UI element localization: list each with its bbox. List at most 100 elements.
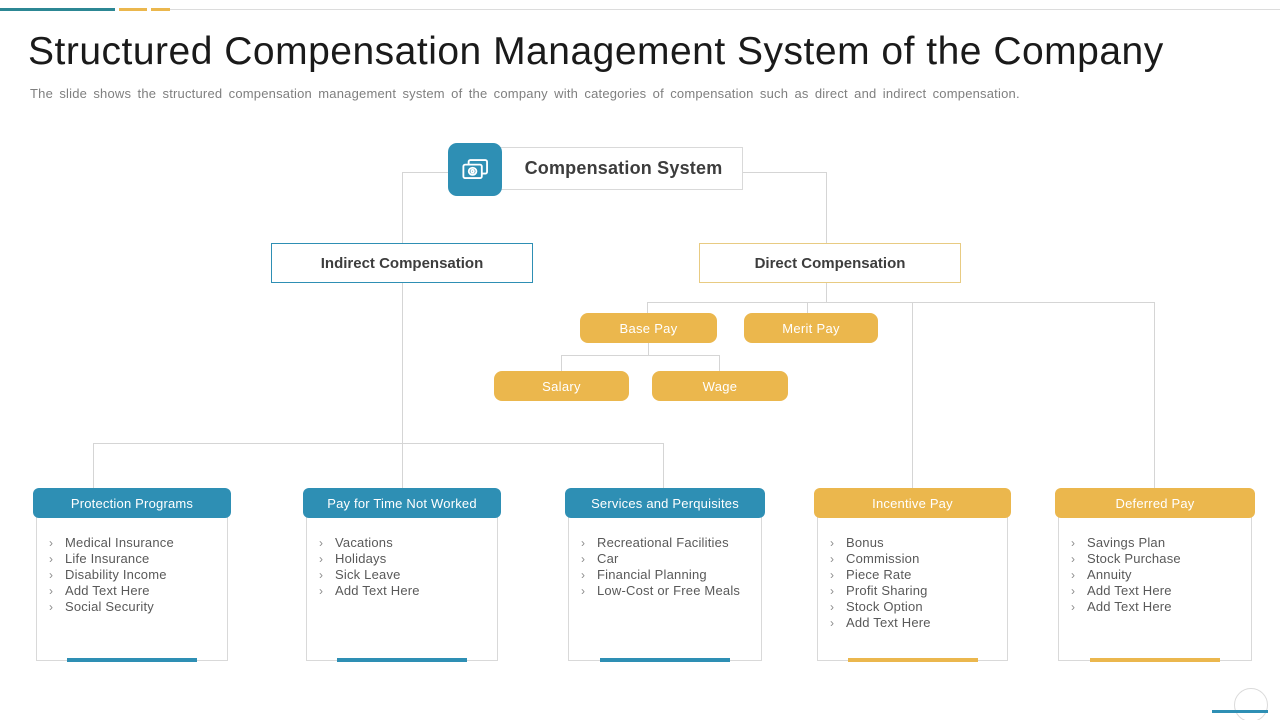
list-item: › Holidays	[307, 551, 497, 567]
chevron-bullet-icon: ›	[49, 552, 53, 566]
connector-line	[807, 302, 808, 313]
top-bar-yellow-segment	[151, 8, 170, 11]
chevron-bullet-icon: ›	[581, 584, 585, 598]
list-item: ›Stock Option	[818, 599, 1007, 615]
node-wage: Wage	[652, 371, 788, 401]
list-item: › Profit Sharing	[818, 583, 1007, 599]
detail-box-title: Deferred Pay	[1115, 495, 1195, 511]
chevron-bullet-icon: ›	[1071, 600, 1075, 614]
detail-box-header: Protection Programs	[33, 488, 231, 518]
list-item-text: Bonus	[846, 535, 884, 550]
corner-accent-line	[1212, 710, 1268, 713]
list-item-text: Annuity	[1087, 567, 1132, 582]
chevron-bullet-icon: ›	[1071, 568, 1075, 582]
chevron-bullet-icon: ›	[830, 536, 834, 550]
node-salary: Salary	[494, 371, 629, 401]
list-item: › Financial Planning	[569, 567, 761, 583]
connector-line	[647, 302, 648, 313]
chevron-bullet-icon: ›	[581, 568, 585, 582]
chevron-bullet-icon: ›	[1071, 536, 1075, 550]
list-item-text: Add Text Here	[1087, 583, 1172, 598]
list-item-text: Add Text Here	[846, 615, 931, 630]
list-item-text: Stock Purchase	[1087, 551, 1181, 566]
list-item: ›Low-Cost or Free Meals	[569, 583, 761, 599]
detail-box-deferred-pay: Deferred Pay ›Savings Plan›Stock Purchas…	[1055, 488, 1255, 662]
list-item: › Add Text Here	[818, 615, 1007, 631]
accent-bar	[337, 658, 467, 662]
slide-subtitle: The slide shows the structured compensat…	[30, 86, 1020, 101]
list-item: ›Disability Income	[37, 567, 227, 583]
detail-box-header: Incentive Pay	[814, 488, 1011, 518]
chevron-bullet-icon: ›	[319, 552, 323, 566]
connector-line	[1154, 302, 1155, 488]
chevron-bullet-icon: ›	[49, 568, 53, 582]
node-label: Base Pay	[619, 320, 678, 336]
chevron-bullet-icon: ›	[581, 552, 585, 566]
slide-title: Structured Compensation Management Syste…	[28, 30, 1164, 73]
chevron-bullet-icon: ›	[49, 600, 53, 614]
node-label: Direct Compensation	[754, 254, 906, 272]
list-item-text: Car	[597, 551, 619, 566]
chevron-bullet-icon: ›	[830, 552, 834, 566]
list-item: › Car	[569, 551, 761, 567]
chevron-bullet-icon: ›	[319, 568, 323, 582]
connector-line	[561, 355, 719, 356]
corner-circle-decoration	[1234, 688, 1268, 720]
detail-box-title: Services and Perquisites	[591, 495, 739, 511]
list-item-text: Social Security	[65, 599, 154, 614]
connector-line	[826, 172, 827, 243]
list-item: › Stock Purchase	[1059, 551, 1251, 567]
list-item: ›Recreational Facilities	[569, 535, 761, 551]
detail-box-pay-for-time-not-worked: Pay for Time Not Worked ›Vacations›Holid…	[303, 488, 501, 662]
node-direct-compensation: Direct Compensation	[699, 243, 961, 283]
root-node-label: Compensation System	[524, 158, 723, 178]
list-item-text: Piece Rate	[846, 567, 912, 582]
detail-box-list: ›Savings Plan›Stock Purchase›Annuity›Add…	[1059, 520, 1251, 615]
detail-box-incentive-pay: Incentive Pay › Bonus › Commission › Piece Ra…	[814, 488, 1011, 662]
node-base-pay: Base Pay	[580, 313, 717, 343]
connector-line	[663, 443, 664, 488]
top-bar-yellow-segment	[119, 8, 147, 11]
detail-box-protection-programs: Protection Programs ›Medical Insurance›L…	[33, 488, 231, 662]
list-item: ›Add Text Here	[37, 583, 227, 599]
node-label: Indirect Compensation	[320, 254, 484, 272]
node-merit-pay: Merit Pay	[744, 313, 878, 343]
accent-bar	[600, 658, 730, 662]
banknote-icon	[448, 143, 502, 196]
detail-box-list: ›Vacations›Holidays›Sick Leave›Add Text …	[307, 520, 497, 599]
detail-box-list: › Bonus › Commission › Piece Rate › Profit Shar…	[818, 520, 1007, 631]
connector-line	[826, 283, 827, 302]
chevron-bullet-icon: ›	[830, 584, 834, 598]
list-item: ›Add Text Here	[1059, 583, 1251, 599]
list-item: › Add Text Here	[307, 583, 497, 599]
detail-box-services-and-perquisites: Services and Perquisites ›Recreational F…	[565, 488, 765, 662]
detail-box-list: ›Medical Insurance›Life Insurance›Disabi…	[37, 520, 227, 615]
node-label: Salary	[542, 378, 581, 394]
connector-line	[402, 172, 403, 243]
list-item: › Annuity	[1059, 567, 1251, 583]
chevron-bullet-icon: ›	[319, 584, 323, 598]
chevron-bullet-icon: ›	[830, 616, 834, 630]
connector-line	[912, 302, 913, 488]
list-item-text: Holidays	[335, 551, 387, 566]
list-item: ›Life Insurance	[37, 551, 227, 567]
list-item-text: Add Text Here	[1087, 599, 1172, 614]
list-item-text: Add Text Here	[335, 583, 420, 598]
list-item-text: Commission	[846, 551, 920, 566]
connector-line	[93, 443, 663, 444]
list-item: ›Medical Insurance	[37, 535, 227, 551]
root-node-compensation-system: Compensation System	[460, 147, 743, 190]
list-item: › Commission	[818, 551, 1007, 567]
list-item-text: Vacations	[335, 535, 393, 550]
list-item: › Bonus	[818, 535, 1007, 551]
chevron-bullet-icon: ›	[49, 536, 53, 550]
list-item-text: Financial Planning	[597, 567, 707, 582]
detail-box-list: ›Recreational Facilities›Car›Financial P…	[569, 520, 761, 599]
list-item-text: Add Text Here	[65, 583, 150, 598]
connector-line	[648, 343, 649, 355]
list-item-text: Profit Sharing	[846, 583, 928, 598]
connector-line	[647, 302, 1154, 303]
chevron-bullet-icon: ›	[1071, 552, 1075, 566]
chevron-bullet-icon: ›	[830, 600, 834, 614]
